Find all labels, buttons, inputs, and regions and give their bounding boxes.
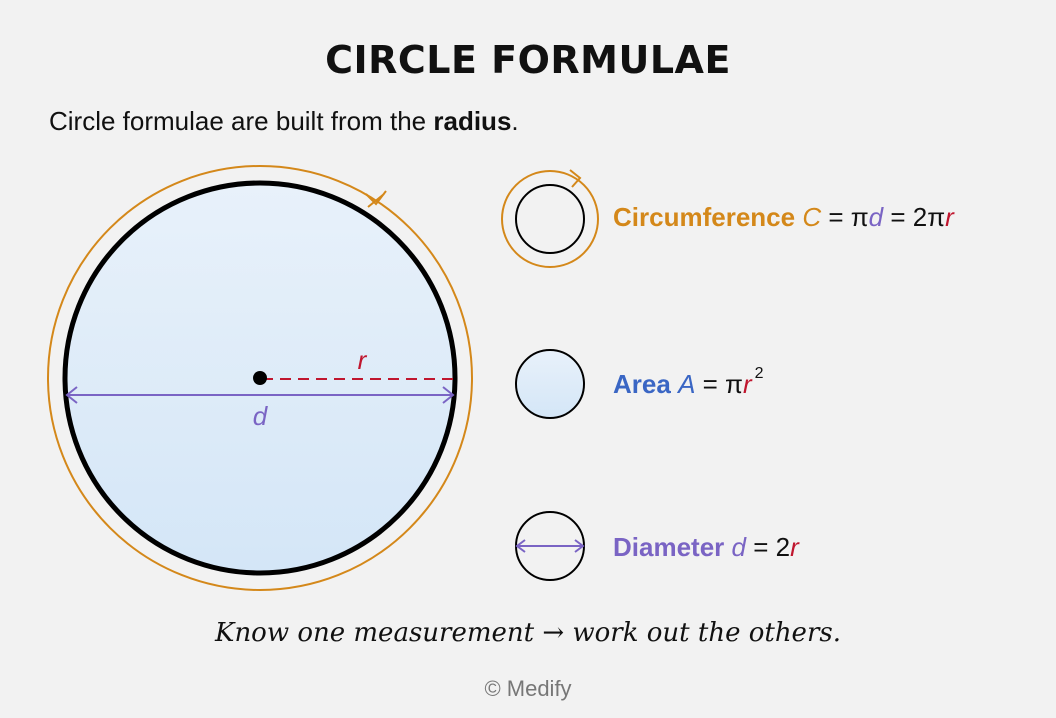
diameter-arrowhead-right-icon (442, 386, 455, 404)
center-point (253, 371, 267, 385)
diameter-label: d (253, 401, 269, 431)
diameter-var1: r (790, 532, 799, 562)
footer-note: Know one measurement → work out the othe… (215, 618, 841, 648)
circumference-outline (47, 165, 473, 591)
area-eq1: = π (695, 369, 743, 399)
area-symbol: A (678, 369, 696, 399)
diameter-small-arrow-left-icon (515, 539, 526, 553)
circumference-name: Circumference (613, 202, 796, 232)
area-circle-icon (515, 349, 585, 419)
circumference-eq1: = π (821, 202, 869, 232)
diameter-eq1: = 2 (745, 532, 791, 562)
circumference-symbol: C (802, 202, 822, 232)
diameter-symbol: d (731, 532, 746, 562)
radius-label: r (358, 345, 368, 375)
circumference-var1: d (868, 202, 884, 232)
area-name: Area (613, 369, 671, 399)
diameter-small-arrow-right-icon (574, 539, 585, 553)
area-exponent: 2 (754, 365, 764, 382)
subtitle-bold: radius (433, 106, 512, 136)
subtitle-prefix: Circle formulae are built from the (49, 106, 434, 136)
circumference-ring-icon (501, 170, 599, 268)
circumference-circle-icon (515, 184, 585, 254)
circumference-small-arrow-icon (569, 169, 582, 188)
page-title: CIRCLE FORMULAE (325, 38, 731, 82)
area-var1: r (742, 369, 752, 399)
copyright: © Medify (484, 676, 572, 701)
diameter-formula: Diameter d = 2r (613, 532, 799, 563)
circumference-arrow-icon (365, 190, 387, 208)
subtitle-suffix: . (511, 106, 519, 136)
diameter-name: Diameter (613, 532, 725, 562)
diameter-arrowhead-left-icon (65, 386, 78, 404)
circumference-formula: Circumference C = πd = 2πr (613, 202, 954, 233)
circumference-eq2: = 2π (883, 202, 946, 232)
circumference-var2: r (945, 202, 954, 232)
subtitle: Circle formulae are built from the radiu… (49, 106, 519, 137)
